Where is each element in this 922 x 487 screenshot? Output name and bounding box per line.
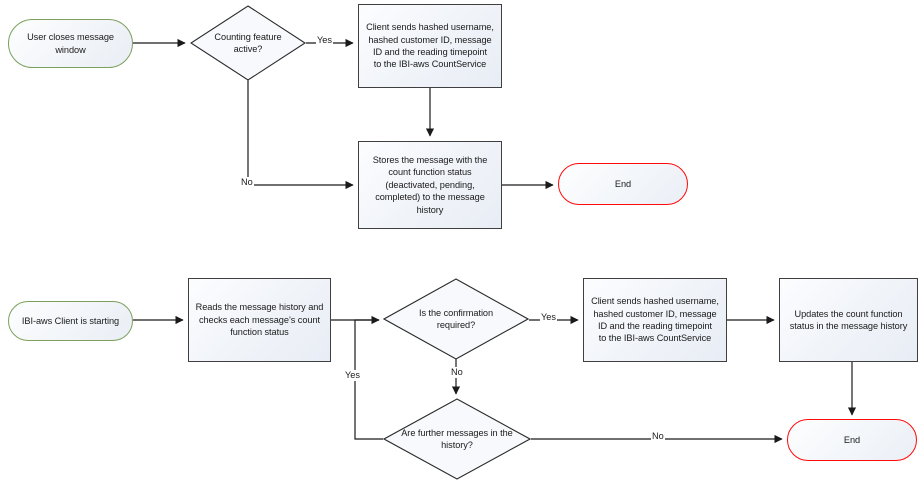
edge-label-further-messages-yes-loop: Yes <box>344 370 361 381</box>
diamond-shape <box>190 5 306 81</box>
node-label: Are further messages in the history? <box>401 427 513 450</box>
decision-node-counting-feature-active[interactable]: Counting feature active? <box>190 5 306 81</box>
node-label: Stores the message with the count functi… <box>372 154 488 215</box>
process-node-updates-count-function-status[interactable]: Updates the count function status in the… <box>779 278 918 362</box>
decision-node-are-further-messages-in-history[interactable]: Are further messages in the history? <box>383 398 531 480</box>
node-label: Reads the message history and checks eac… <box>195 302 324 338</box>
node-label: Counting feature active? <box>214 31 282 54</box>
edge-label-counting-no: No <box>240 177 254 188</box>
node-label: End <box>843 434 861 445</box>
edge-label-further-messages-no: No <box>651 431 665 442</box>
edge-label-counting-yes: Yes <box>316 35 333 46</box>
decision-node-is-confirmation-required[interactable]: Is the confirmation required? <box>383 278 529 360</box>
end-node-top[interactable]: End <box>558 163 688 205</box>
process-node-reads-message-history[interactable]: Reads the message history and checks eac… <box>188 278 331 362</box>
diamond-shape <box>383 398 531 480</box>
node-label: Client sends hashed username, hashed cus… <box>591 296 719 344</box>
edge-label-confirmation-yes: Yes <box>540 312 557 323</box>
node-label: User closes message window <box>27 32 114 55</box>
diamond-shape <box>383 278 529 360</box>
node-label: Is the confirmation required? <box>418 307 494 330</box>
start-node-ibi-aws-client-is-starting[interactable]: IBI-aws Client is starting <box>8 301 133 341</box>
process-node-stores-message-with-count-status[interactable]: Stores the message with the count functi… <box>358 141 502 229</box>
node-label: End <box>614 178 632 189</box>
end-node-bottom[interactable]: End <box>787 419 917 461</box>
process-node-client-sends-hashed-data-bottom[interactable]: Client sends hashed username, hashed cus… <box>583 278 727 362</box>
edge-counting-no-to-stores <box>247 74 354 190</box>
node-label: Updates the count function status in the… <box>789 308 908 331</box>
node-label: IBI-aws Client is starting <box>21 315 120 326</box>
process-node-client-sends-hashed-data-top[interactable]: Client sends hashed username, hashed cus… <box>358 4 502 88</box>
edge-label-confirmation-no: No <box>450 367 464 378</box>
start-node-user-closes-message-window[interactable]: User closes message window <box>8 19 133 68</box>
node-label: Client sends hashed username, hashed cus… <box>366 22 494 70</box>
